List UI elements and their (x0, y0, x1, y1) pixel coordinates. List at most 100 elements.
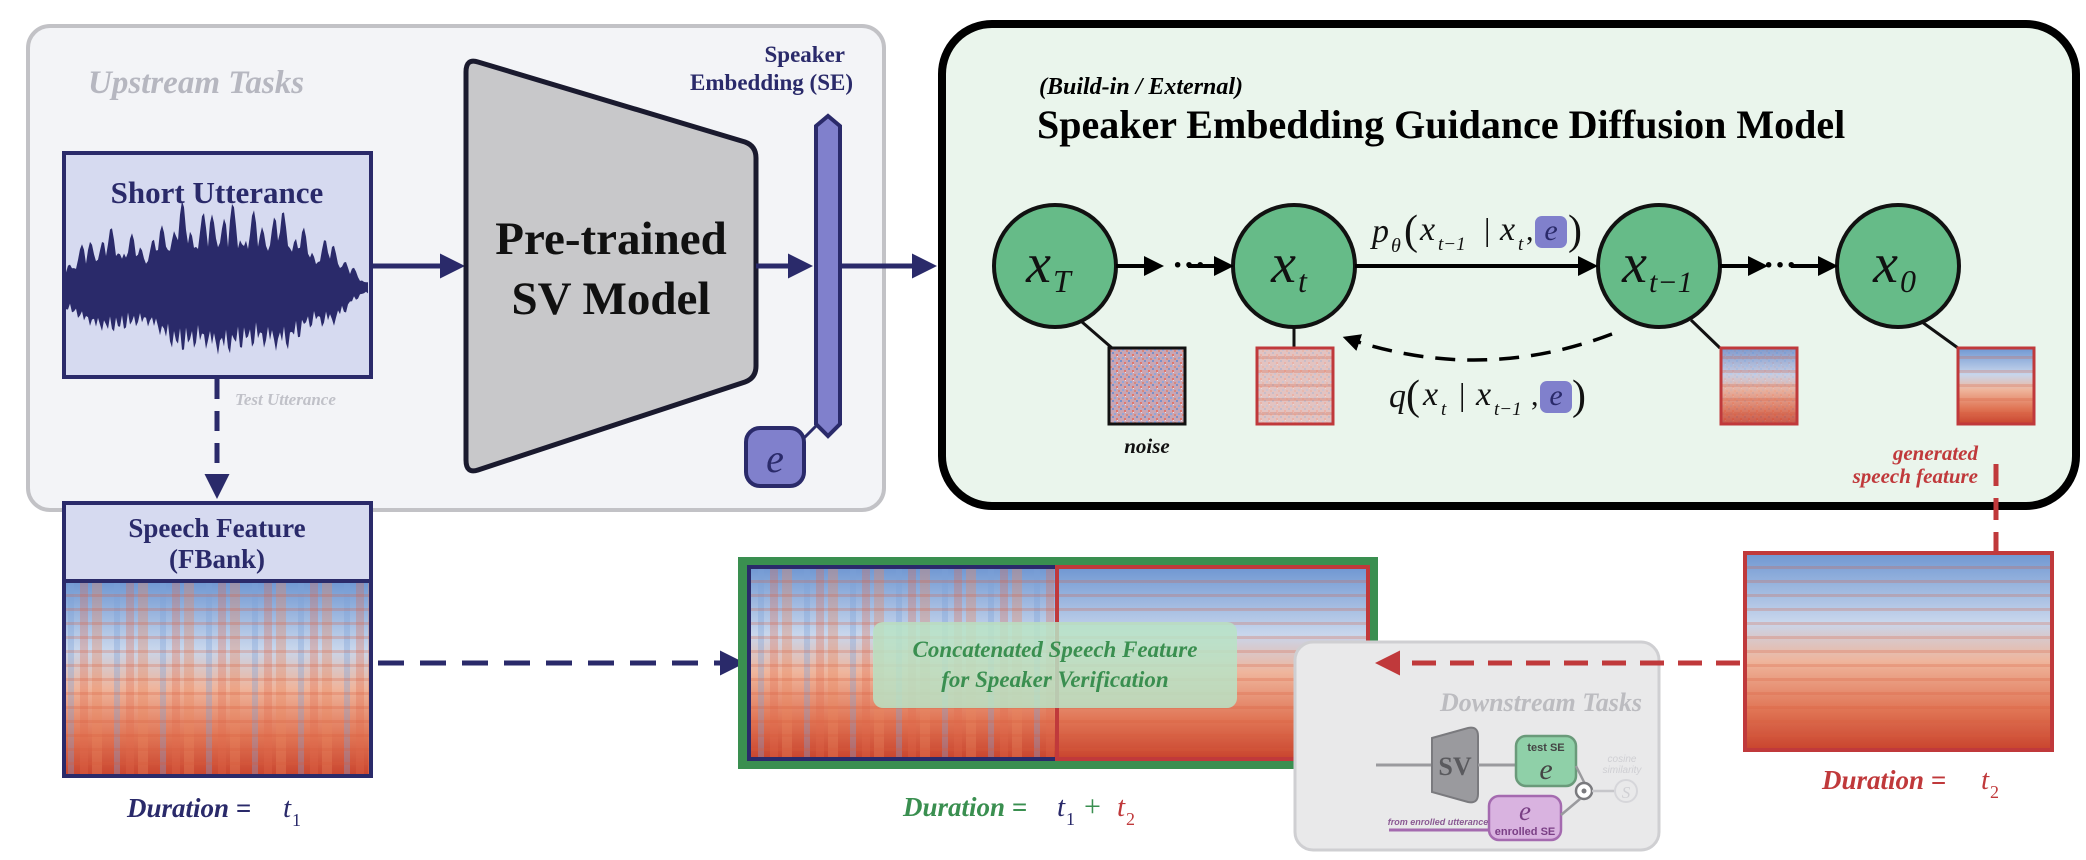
ds-line-enrolled-dot (1560, 798, 1581, 816)
noise-connector (1081, 320, 1113, 350)
noise-thumbnail (1107, 346, 1187, 426)
ds-sv-model (1431, 726, 1479, 804)
concat-duration-t1: t (1057, 791, 1066, 823)
xt-thumbnail (1255, 346, 1335, 426)
concat-label-line2: for Speaker Verification (941, 667, 1168, 692)
ds-cosine-line2: similarity (1603, 765, 1643, 776)
se-label-line2: Embedding (SE) (690, 70, 853, 95)
concat-duration-t2: t (1117, 791, 1126, 823)
x0-thumbnail (1956, 346, 2036, 426)
speech-feature-header (62, 501, 373, 583)
paren-open-1: ( (1404, 208, 1418, 254)
speech-feature-line1: Speech Feature (128, 513, 305, 543)
node-xT-sub: T (1053, 263, 1073, 299)
diffusion-subtitle: (Build-in / External) (1039, 74, 1243, 100)
diffusion-title: Speaker Embedding Guidance Diffusion Mod… (1037, 102, 1845, 147)
ds-enrolled-se-box (1487, 794, 1563, 842)
xt-thumb-rows (1257, 348, 1333, 424)
ds-enrolled-se-label: enrolled SE (1495, 826, 1556, 838)
formula-bar-2: | (1459, 376, 1465, 412)
node-x0-sub: 0 (1900, 263, 1916, 299)
reverse-process-formula: p θ ( x t−1 | x t , e ) (1370, 208, 1582, 257)
fbank-duration-label: Duration = (126, 793, 251, 823)
formula-x1: x (1419, 211, 1435, 248)
node-xt-minus-1-sub: t−1 (1649, 266, 1693, 299)
embedding-e-symbol: e (766, 436, 784, 481)
formula-q-x2: x (1475, 376, 1491, 413)
generated-rows (1745, 553, 2052, 750)
formula-x2-sub: t (1518, 234, 1524, 255)
node-xT: x T (992, 203, 1118, 329)
ds-sv-label: SV (1438, 752, 1471, 781)
short-utterance-label: Short Utterance (111, 175, 324, 210)
paren-close-2: ) (1572, 373, 1586, 419)
formula-comma-1: , (1526, 214, 1534, 247)
concat-duration-label: Duration = (902, 792, 1027, 822)
paren-open-2: ( (1406, 373, 1420, 419)
x0-thumb-border (1956, 346, 2036, 426)
paren-close-1: ) (1568, 208, 1582, 254)
node-xt-main: x (1270, 233, 1296, 295)
speaker-embedding-bar (814, 113, 842, 439)
arrow-forward-diffusion (1342, 332, 1613, 362)
x0-thumb-rows (1958, 348, 2034, 424)
forward-process-formula: q ( x t | x t−1 , e ) (1389, 373, 1586, 420)
formula-e-box-1 (1535, 216, 1567, 248)
ds-dot-center (1581, 788, 1587, 794)
node-xt-minus-1: x t−1 (1596, 203, 1722, 329)
ds-score-circle (1614, 779, 1638, 803)
model-label-line1: Pre-trained (495, 213, 726, 265)
node-xt: x t (1231, 203, 1357, 329)
generated-duration-sub: 2 (1990, 782, 1999, 802)
node-x0-main: x (1872, 233, 1898, 295)
formula-bar-1: | (1484, 211, 1490, 247)
model-label-line2: SV Model (512, 273, 711, 325)
generated-label-line1: generated (1892, 441, 1979, 465)
waveform-graphic (66, 200, 368, 355)
concat-label-line1: Concatenated Speech Feature (913, 637, 1198, 662)
formula-comma-2: , (1531, 379, 1539, 412)
pretrained-sv-model-block (463, 58, 759, 474)
fbank-rows (64, 581, 371, 776)
ds-cosine-line1: cosine (1608, 754, 1637, 765)
concat-duration-t1-sub: 1 (1066, 809, 1075, 829)
fbank-duration-var: t (283, 792, 292, 824)
p-sub: θ (1391, 235, 1401, 257)
xt-thumb-border (1255, 346, 1335, 426)
formula-x1-sub: t−1 (1438, 234, 1466, 255)
upstream-title: Upstream Tasks (88, 65, 304, 101)
generated-label-line2: speech feature (1852, 464, 1978, 488)
xt1-thumb-connector (1689, 318, 1722, 350)
speech-feature-line2: (FBank) (169, 544, 265, 574)
formula-e-2: e (1549, 379, 1562, 412)
formula-q-x1: x (1422, 376, 1438, 413)
noise-label: noise (1124, 434, 1170, 458)
concat-duration-t2-sub: 2 (1126, 809, 1135, 829)
formula-e-1: e (1544, 214, 1557, 247)
fbank-spectrogram (62, 579, 373, 778)
ds-test-se-box (1514, 734, 1578, 788)
ds-enrolled-e: e (1519, 796, 1531, 826)
fbank-duration-sub: 1 (292, 810, 301, 830)
p-symbol: p (1370, 213, 1389, 250)
node-x0-circle (1835, 203, 1961, 329)
ds-test-se-e: e (1539, 753, 1552, 786)
ds-score-symbol: S (1622, 783, 1631, 802)
downstream-title: Downstream Tasks (1439, 688, 1642, 717)
node-xt-sub: t (1298, 263, 1308, 299)
concat-duration-plus: + (1084, 790, 1101, 823)
xt1-thumb-border (1719, 346, 1799, 426)
ds-test-se-label: test SE (1527, 742, 1564, 754)
embedding-e-box (744, 426, 806, 488)
se-label-line1: Speaker (765, 42, 846, 67)
ds-from-enrolled-label: from enrolled utterance (1388, 817, 1489, 827)
formula-x2: x (1499, 211, 1515, 248)
q-symbol: q (1389, 378, 1406, 415)
xt-minus-1-thumbnail (1719, 346, 1799, 426)
xt1-thumb-rows (1721, 348, 1797, 424)
generated-duration-var: t (1981, 764, 1990, 796)
test-utterance-label: Test Utterance (235, 390, 336, 409)
generated-border (1743, 551, 2054, 752)
x0-thumb-connector (1921, 320, 1959, 350)
